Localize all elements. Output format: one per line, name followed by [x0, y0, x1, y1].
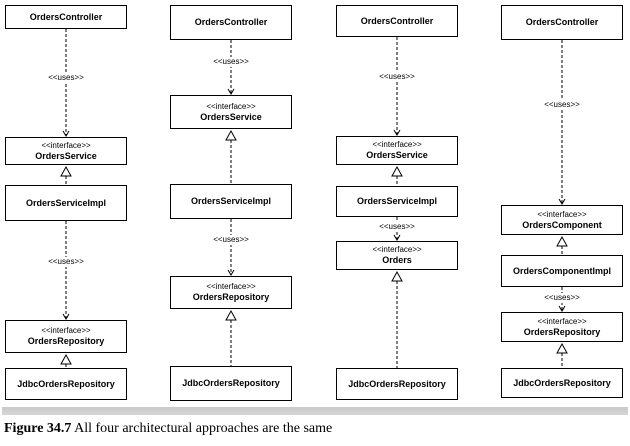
stereotype-label: <<interface>> [41, 326, 91, 335]
realization-arrow [556, 235, 568, 255]
class-box-orders-service: <<interface>>OrdersService [336, 136, 458, 165]
stereotype-label: <<interface>> [372, 245, 422, 254]
uses-label: <<uses>> [543, 100, 581, 110]
class-name: OrdersService [200, 111, 262, 122]
class-name: OrdersServiceImpl [356, 196, 438, 206]
uses-dependency-arrow [227, 219, 235, 276]
realization-arrow [225, 309, 237, 366]
class-box-jdbc-orders-repository: JdbcOrdersRepository [170, 366, 292, 401]
class-name: JdbcOrdersRepository [182, 378, 280, 388]
class-box-orders-service-impl: OrdersServiceImpl [336, 186, 458, 217]
stereotype-label: <<interface>> [206, 282, 256, 291]
uses-label: <<uses>> [212, 57, 250, 67]
class-box-jdbc-orders-repository: JdbcOrdersRepository [501, 368, 623, 398]
class-name: OrdersRepository [27, 336, 105, 346]
stereotype-label: <<interface>> [537, 209, 587, 219]
class-name: OrdersServiceImpl [190, 196, 272, 206]
class-name: OrdersComponent [522, 219, 602, 230]
class-name: OrdersRepository [523, 326, 601, 337]
class-box-orders-controller: OrdersController [501, 5, 623, 40]
class-name: OrdersController [525, 17, 599, 27]
figure-caption-text: All four architectural approaches are th… [71, 421, 333, 436]
class-name: OrdersController [194, 17, 268, 27]
uses-label: <<uses>> [212, 235, 250, 245]
realization-arrow [60, 165, 72, 185]
class-name: OrdersController [360, 15, 434, 26]
class-name: JdbcOrdersRepository [513, 377, 611, 388]
class-name: OrdersService [35, 150, 97, 161]
class-box-orders-service: <<interface>>OrdersService [5, 137, 127, 165]
class-box-orders-repository: <<interface>>OrdersRepository [170, 276, 292, 309]
realization-arrow [556, 342, 568, 368]
class-name: JdbcOrdersRepository [17, 378, 115, 389]
stereotype-label: <<interface>> [372, 140, 422, 149]
uses-dependency-arrow [62, 29, 70, 137]
uses-label: <<uses>> [378, 72, 416, 82]
class-box-orders-service-impl: OrdersServiceImpl [5, 185, 127, 221]
class-box-jdbc-orders-repository: JdbcOrdersRepository [5, 368, 127, 400]
uses-label: <<uses>> [47, 257, 85, 267]
class-name: OrdersServiceImpl [25, 197, 107, 208]
class-name: JdbcOrdersRepository [348, 378, 446, 389]
uses-dependency-arrow [62, 221, 70, 320]
class-box-orders-repository: <<interface>>OrdersRepository [5, 320, 127, 353]
class-name: OrdersComponentImpl [512, 265, 611, 276]
class-box-orders-component-impl: OrdersComponentImpl [501, 255, 623, 287]
realization-arrow [391, 270, 403, 368]
class-name: OrdersService [366, 150, 428, 160]
class-box-orders-service-impl: OrdersServiceImpl [170, 184, 292, 219]
realization-arrow [225, 129, 237, 184]
class-box-orders-controller: OrdersController [336, 5, 458, 37]
stereotype-label: <<interface>> [41, 140, 91, 150]
class-box-jdbc-orders-repository: JdbcOrdersRepository [336, 368, 458, 400]
uses-label: <<uses>> [47, 73, 85, 83]
uses-dependency-arrow [227, 40, 235, 95]
realization-arrow [60, 353, 72, 368]
class-box-orders-component: <<interface>>OrdersComponent [501, 205, 623, 235]
caption-rule [2, 407, 628, 415]
figure-caption: Figure 34.7 All four architectural appro… [4, 421, 332, 437]
class-box-orders-service: <<interface>>OrdersService [170, 95, 292, 129]
uses-label: <<uses>> [378, 222, 416, 232]
realization-arrow [391, 165, 403, 186]
stereotype-label: <<interface>> [537, 316, 587, 326]
class-box-orders-controller: OrdersController [170, 5, 292, 40]
class-box-orders: <<interface>>Orders [336, 241, 458, 270]
uses-label: <<uses>> [543, 293, 581, 303]
class-box-orders-repository: <<interface>>OrdersRepository [501, 312, 623, 342]
figure-number: Figure 34.7 [4, 421, 72, 436]
stereotype-label: <<interface>> [206, 101, 256, 111]
class-name: Orders [382, 255, 412, 265]
class-name: OrdersController [29, 11, 103, 22]
class-name: OrdersRepository [192, 292, 270, 302]
uses-dependency-arrow [558, 40, 566, 205]
class-box-orders-controller: OrdersController [5, 5, 127, 29]
uses-dependency-arrow [393, 37, 401, 136]
